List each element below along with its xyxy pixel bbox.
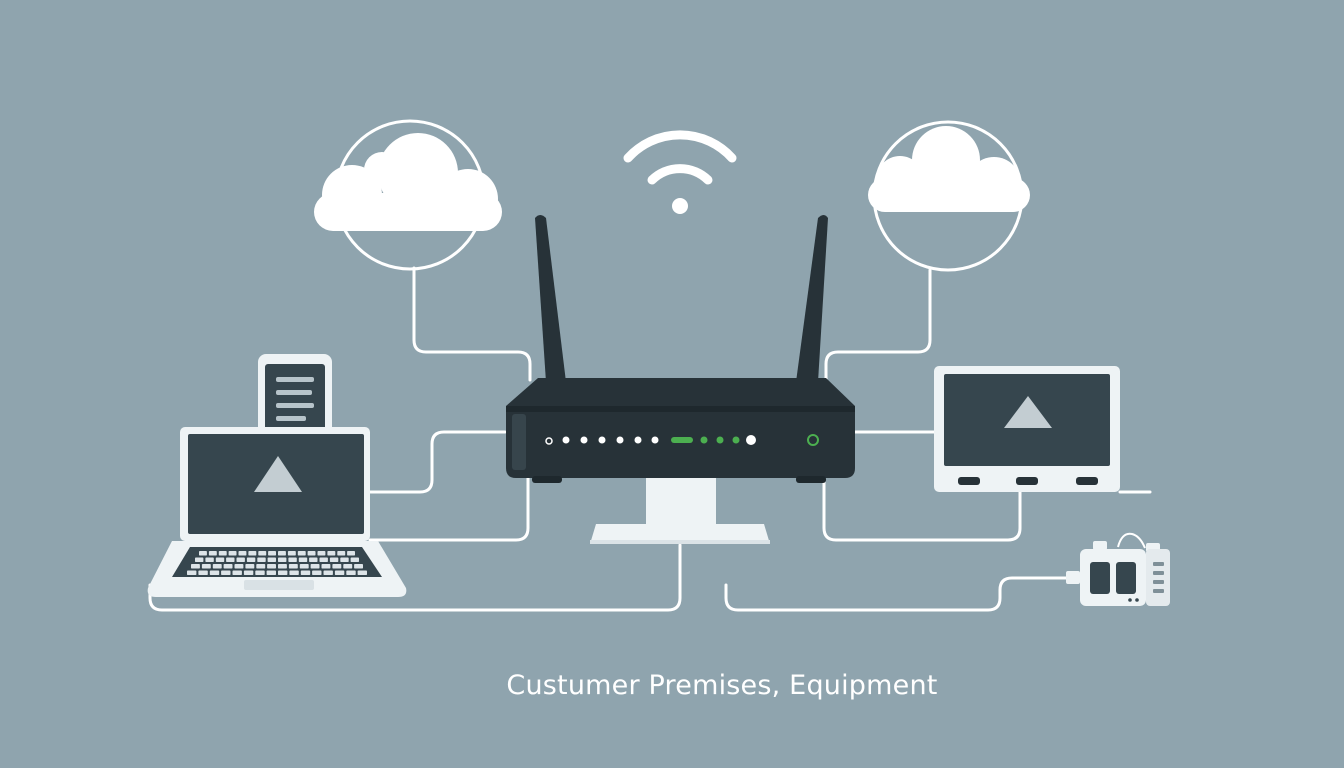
- keyboard-key: [208, 551, 217, 556]
- keyboard-key: [327, 551, 336, 556]
- keyboard-key: [289, 570, 299, 575]
- laptop-icon: [147, 427, 407, 597]
- keyboard-key: [317, 551, 326, 556]
- router-led: [651, 436, 659, 444]
- keyboard-key: [191, 564, 200, 569]
- power-adapter-icon: [1066, 532, 1170, 606]
- keyboard-key: [246, 557, 256, 562]
- keyboard-key: [323, 570, 333, 575]
- keyboard-key: [340, 557, 349, 562]
- line-bottom-left-bus: [148, 543, 682, 612]
- router-led: [700, 436, 708, 444]
- keyboard-key: [278, 570, 288, 575]
- keyboard-key: [248, 551, 257, 556]
- line-bottom-right-bus: [724, 576, 1082, 612]
- keyboard-key: [226, 557, 235, 562]
- keyboard-key: [221, 570, 231, 575]
- keyboard-key: [228, 551, 237, 556]
- connection-lines: [148, 266, 1152, 612]
- keyboard-key: [195, 557, 204, 562]
- router-led: [598, 436, 606, 444]
- monitor-icon: [934, 366, 1120, 492]
- keyboard-key: [357, 570, 367, 575]
- keyboard-key: [337, 551, 346, 556]
- keyboard-key: [258, 551, 267, 556]
- keyboard-key: [278, 551, 286, 556]
- keyboard-key: [346, 570, 356, 575]
- keyboard-key: [215, 557, 225, 562]
- keyboard-key: [256, 564, 266, 569]
- keyboard-key: [218, 551, 227, 556]
- keyboard-key: [201, 564, 211, 569]
- keyboard-key: [236, 557, 245, 562]
- keyboard-key: [312, 570, 322, 575]
- line-router-to-laptop-upper: [368, 430, 507, 494]
- keyboard-key: [199, 551, 207, 556]
- keyboard-key: [287, 551, 296, 556]
- keyboard-key: [198, 570, 208, 575]
- keyboard-key: [354, 564, 363, 569]
- keyboard-key: [245, 564, 255, 569]
- keyboard-key: [243, 570, 254, 575]
- router-icon: [506, 378, 855, 483]
- keyboard-key: [288, 564, 298, 569]
- keyboard-key: [343, 564, 353, 569]
- keyboard-key: [300, 570, 311, 575]
- keyboard-key: [347, 551, 355, 556]
- keyboard-key: [187, 570, 197, 575]
- keyboard-key: [321, 564, 331, 569]
- keyboard-key: [288, 557, 297, 562]
- keyboard-key: [299, 564, 309, 569]
- keyboard-key: [267, 557, 276, 562]
- wifi-icon: [623, 130, 737, 214]
- keyboard-key: [268, 551, 276, 556]
- keyboard-key: [266, 570, 276, 575]
- smartphone-icon: [258, 354, 332, 436]
- router-led: [746, 435, 756, 445]
- line-router-to-laptop-lower: [368, 476, 530, 542]
- keyboard-key: [234, 564, 244, 569]
- keyboard-key: [297, 551, 306, 556]
- keyboard-key: [334, 570, 345, 575]
- router-led: [562, 436, 570, 444]
- router-leds: [562, 434, 819, 446]
- router-stand: [590, 478, 770, 544]
- keyboard-key: [223, 564, 233, 569]
- keyboard-key: [267, 564, 276, 569]
- router-led-bar: [671, 437, 693, 443]
- keyboard-key: [307, 551, 316, 556]
- laptop-keyboard: [187, 551, 367, 575]
- keyboard-key: [238, 551, 247, 556]
- keyboard-key: [209, 570, 220, 575]
- cloud-icon-left: [314, 119, 502, 271]
- router-led: [732, 436, 740, 444]
- line-left-cloud-to-router: [412, 266, 532, 382]
- keyboard-key: [257, 557, 266, 562]
- diagram-caption: Custumer Premises, Equipment: [506, 670, 938, 701]
- router-led: [616, 436, 624, 444]
- line-right-cloud-to-router: [824, 268, 932, 382]
- cloud-icon-right: [868, 120, 1030, 272]
- router-led: [716, 436, 724, 444]
- router-led: [807, 434, 819, 446]
- keyboard-key: [332, 564, 342, 569]
- keyboard-key: [212, 564, 222, 569]
- keyboard-key: [350, 557, 359, 562]
- router-antennas: [535, 215, 828, 382]
- keyboard-key: [278, 557, 287, 562]
- keyboard-key: [310, 564, 320, 569]
- keyboard-key: [319, 557, 328, 562]
- keyboard-key: [298, 557, 308, 562]
- line-router-to-monitor-lower: [822, 476, 1022, 542]
- keyboard-key: [205, 557, 214, 562]
- keyboard-key: [255, 570, 265, 575]
- keyboard-key: [278, 564, 287, 569]
- router-led: [634, 436, 642, 444]
- router-led: [580, 436, 588, 444]
- keyboard-key: [232, 570, 242, 575]
- keyboard-key: [309, 557, 318, 562]
- keyboard-key: [329, 557, 339, 562]
